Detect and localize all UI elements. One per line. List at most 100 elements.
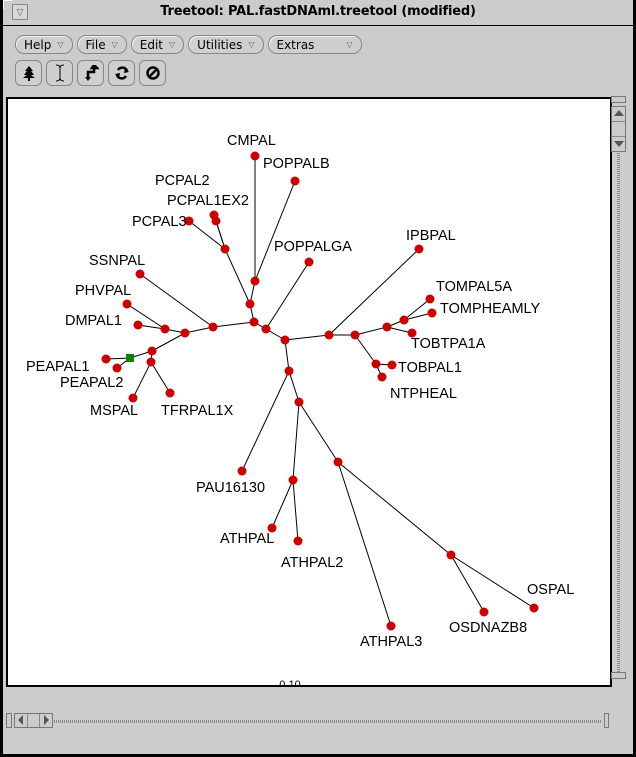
tree-tool-button[interactable] (15, 60, 42, 86)
leaf-label-ipbpal[interactable]: IPBPAL (406, 228, 456, 244)
leaf-node-peapal1[interactable] (101, 354, 111, 364)
title-bar[interactable]: ▽ Treetool: PAL.fastDNAml.treetool (modi… (3, 0, 633, 26)
scroll-bottom-cap[interactable] (611, 672, 626, 679)
internal-node[interactable] (250, 276, 260, 286)
leaf-node-tobtpa1a[interactable] (407, 328, 417, 338)
rotate-button[interactable] (108, 60, 135, 86)
internal-node[interactable] (399, 315, 409, 325)
leaf-label-peapal2[interactable]: PEAPAL2 (60, 375, 123, 391)
leaf-label-pcpal3[interactable]: PCPAL3 (132, 214, 187, 230)
cancel-icon (145, 66, 160, 80)
leaf-node-peapal2[interactable] (112, 363, 122, 373)
horizontal-scrollbar[interactable] (6, 713, 612, 729)
internal-node[interactable] (160, 324, 170, 334)
vertical-scroll-track[interactable] (617, 152, 620, 672)
internal-node[interactable] (146, 357, 156, 367)
internal-node[interactable] (294, 397, 304, 407)
scroll-left-cap[interactable] (6, 713, 12, 728)
leaf-node-athpal[interactable] (267, 523, 277, 533)
cancel-button[interactable] (139, 60, 166, 86)
internal-node[interactable] (371, 359, 381, 369)
leaf-label-poppalga[interactable]: POPPALGA (274, 239, 352, 255)
internal-node[interactable] (245, 299, 255, 309)
leaf-label-athpal2[interactable]: ATHPAL2 (281, 555, 343, 571)
menu-help[interactable]: Help▽ (15, 35, 73, 54)
leaf-node-ntpheal[interactable] (377, 372, 387, 382)
internal-node[interactable] (220, 244, 230, 254)
leaf-label-ssnpal[interactable]: SSNPAL (89, 253, 145, 269)
leaf-label-tobtpa1a[interactable]: TOBTPA1A (411, 336, 486, 352)
internal-node[interactable] (288, 475, 298, 485)
leaf-node-athpal2[interactable] (293, 536, 303, 546)
menu-extras[interactable]: Extras▽ (267, 35, 362, 54)
text-tool-button[interactable] (46, 60, 73, 86)
internal-node[interactable] (324, 330, 334, 340)
leaf-label-mspal[interactable]: MSPAL (90, 403, 138, 419)
leaf-label-tfrpal1x[interactable]: TFRPAL1X (161, 403, 234, 419)
internal-node[interactable] (147, 346, 157, 356)
internal-node[interactable] (284, 366, 294, 376)
leaf-node-pcpal1ex2[interactable] (211, 216, 221, 226)
leaf-node-pcpal3[interactable] (184, 216, 194, 226)
leaf-label-tobpal1[interactable]: TOBPAL1 (398, 360, 462, 376)
leaf-node-ospal[interactable] (529, 603, 539, 613)
internal-node[interactable] (280, 335, 290, 345)
leaf-node-poppalb[interactable] (290, 176, 300, 186)
leaf-label-athpal3[interactable]: ATHPAL3 (360, 634, 422, 650)
menu-file[interactable]: File▽ (76, 35, 127, 54)
swap-branches-button[interactable] (77, 60, 104, 86)
scroll-top-cap[interactable] (611, 96, 626, 103)
leaf-label-tompheamly[interactable]: TOMPHEAMLY (440, 301, 541, 317)
leaf-node-pau16130[interactable] (237, 466, 247, 476)
leaf-node-cmpal[interactable] (250, 151, 260, 161)
leaf-label-ospal[interactable]: OSPAL (527, 582, 574, 598)
vertical-scrollbar[interactable] (611, 96, 626, 687)
horizontal-scroll-track[interactable] (54, 720, 601, 723)
menu-edit[interactable]: Edit▽ (130, 35, 185, 54)
leaf-label-dmpal1[interactable]: DMPAL1 (65, 313, 122, 329)
horizontal-scroll-elevator[interactable] (14, 713, 53, 728)
root-marker[interactable] (126, 354, 134, 362)
leaf-label-pau16130[interactable]: PAU16130 (196, 480, 265, 496)
leaf-label-phvpal[interactable]: PHVPAL (75, 283, 131, 299)
leaf-label-peapal1[interactable]: PEAPAL1 (26, 359, 89, 375)
leaf-label-cmpal[interactable]: CMPAL (227, 133, 276, 149)
leaf-label-osdnazb8[interactable]: OSDNAZB8 (449, 620, 527, 636)
scroll-up-arrow-icon[interactable] (614, 110, 624, 116)
leaf-label-ntpheal[interactable]: NTPHEAL (390, 386, 457, 402)
scroll-down-arrow-icon[interactable] (614, 141, 624, 147)
internal-node[interactable] (446, 550, 456, 560)
internal-node[interactable] (261, 324, 271, 334)
resize-corner-tl[interactable] (3, 0, 12, 9)
vertical-scroll-elevator[interactable] (611, 106, 626, 152)
internal-node[interactable] (333, 457, 343, 467)
leaf-node-tompheamly[interactable] (427, 308, 437, 318)
scroll-left-arrow-icon[interactable] (18, 715, 23, 725)
leaf-node-athpal3[interactable] (386, 621, 396, 631)
leaf-label-pcpal2[interactable]: PCPAL2 (155, 173, 210, 189)
internal-node[interactable] (208, 322, 218, 332)
scroll-right-cap[interactable] (604, 713, 609, 728)
menu-utilities[interactable]: Utilities▽ (188, 35, 264, 54)
internal-node[interactable] (350, 330, 360, 340)
leaf-node-phvpal[interactable] (122, 299, 132, 309)
internal-node[interactable] (249, 317, 259, 327)
leaf-node-poppalga[interactable] (304, 257, 314, 267)
leaf-node-tobpal1[interactable] (387, 360, 397, 370)
internal-node[interactable] (180, 328, 190, 338)
leaf-node-ssnpal[interactable] (135, 269, 145, 279)
window-menu-button[interactable]: ▽ (12, 4, 28, 20)
leaf-node-dmpal1[interactable] (133, 320, 143, 330)
leaf-label-pcpal1ex2[interactable]: PCPAL1EX2 (167, 193, 249, 209)
leaf-node-osdnazb8[interactable] (479, 607, 489, 617)
leaf-label-poppalb[interactable]: POPPALB (263, 156, 330, 172)
scroll-right-arrow-icon[interactable] (44, 715, 49, 725)
leaf-label-tompal5a[interactable]: TOMPAL5A (436, 279, 512, 295)
leaf-node-ipbpal[interactable] (414, 244, 424, 254)
leaf-node-tfrpal1x[interactable] (165, 388, 175, 398)
internal-node[interactable] (382, 322, 392, 332)
leaf-label-athpal[interactable]: ATHPAL (220, 531, 274, 547)
leaf-node-tompal5a[interactable] (425, 294, 435, 304)
leaf-node-mspal[interactable] (128, 393, 138, 403)
